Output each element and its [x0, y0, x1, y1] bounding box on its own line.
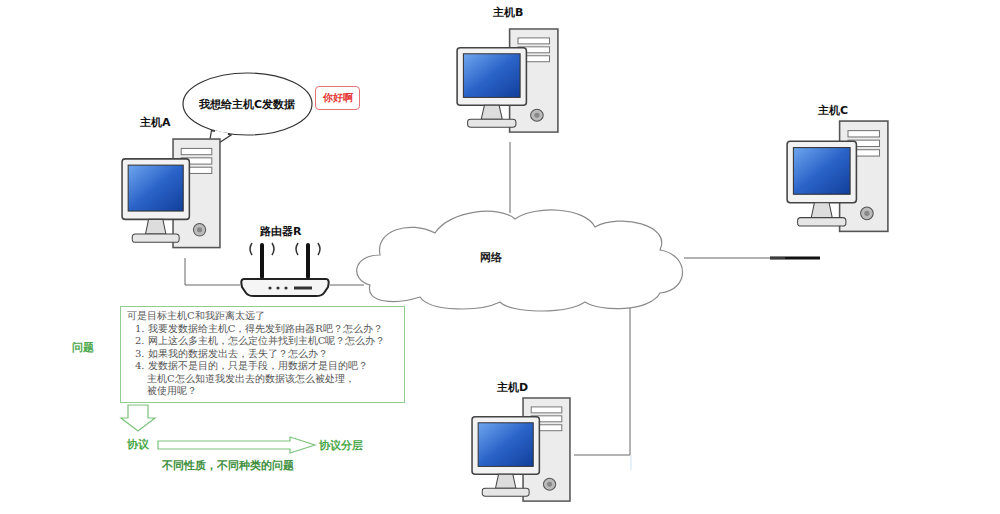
computer-icon — [120, 138, 222, 258]
computer-icon — [122, 139, 220, 248]
question-heading: 可是目标主机C和我距离太远了 — [127, 310, 398, 323]
router-label: 路由器R — [260, 225, 301, 238]
computer-icon — [785, 120, 890, 242]
host-label: 主机A — [140, 116, 171, 129]
host-computer: 主机A — [120, 116, 222, 258]
network-link — [330, 285, 364, 286]
cloud-outline — [357, 210, 683, 311]
computer-icon — [455, 28, 560, 142]
computer-icon — [472, 398, 570, 501]
host-computer: 主机B — [455, 6, 560, 142]
host-label: 主机B — [493, 6, 523, 19]
router-icon — [240, 239, 330, 297]
bubble-join — [214, 132, 227, 135]
network-cloud: 网络 — [350, 205, 690, 312]
right-arrow — [158, 437, 315, 453]
question-item: 4. 发数据不是目的，只是手段，用数据才是目的吧？ 主机C怎么知道我发出去的数据… — [127, 360, 398, 398]
question-item: 3. 如果我的数据发出去，丢失了？怎么办？ — [127, 348, 398, 361]
question-item: 1. 我要发数据给主机C，得先发到路由器R吧？怎么办？ — [127, 323, 398, 336]
speech-bubble: 我想给主机C发数据 — [182, 72, 313, 136]
router-icon — [241, 243, 328, 296]
bubble-outline — [183, 73, 312, 135]
network-link — [510, 142, 511, 213]
router-icon: 路由器R — [240, 225, 330, 297]
host-computer: 主机C — [785, 104, 890, 242]
message-text: 你好啊 — [323, 91, 353, 105]
note-label: 协议分层 — [319, 439, 363, 452]
down-arrow — [121, 405, 155, 431]
cloud-label: 网络 — [480, 250, 502, 265]
computer-icon — [470, 397, 572, 511]
question-item: 2. 网上这么多主机，怎么定位并找到主机C呢？怎么办？ — [127, 335, 398, 348]
host-computer: 主机D — [470, 381, 572, 511]
question-box: 可是目标主机C和我距离太远了1. 我要发数据给主机C，得先发到路由器R吧？怎么办… — [120, 306, 405, 403]
network-link — [185, 258, 240, 285]
note-label: 不同性质，不同种类的问题 — [162, 459, 294, 472]
cloud-shape — [350, 205, 690, 312]
host-label: 主机C — [818, 104, 848, 117]
host-label: 主机D — [497, 381, 528, 394]
message-box: 你好啊 — [315, 86, 360, 110]
computer-icon — [787, 121, 888, 231]
bubble-text: 我想给主机C发数据 — [199, 97, 295, 112]
note-label: 问题 — [72, 341, 94, 354]
network-link — [684, 258, 785, 259]
faint-mark — [631, 455, 632, 470]
note-label: 协议 — [127, 438, 149, 451]
network-link — [574, 306, 630, 455]
computer-icon — [457, 29, 558, 132]
